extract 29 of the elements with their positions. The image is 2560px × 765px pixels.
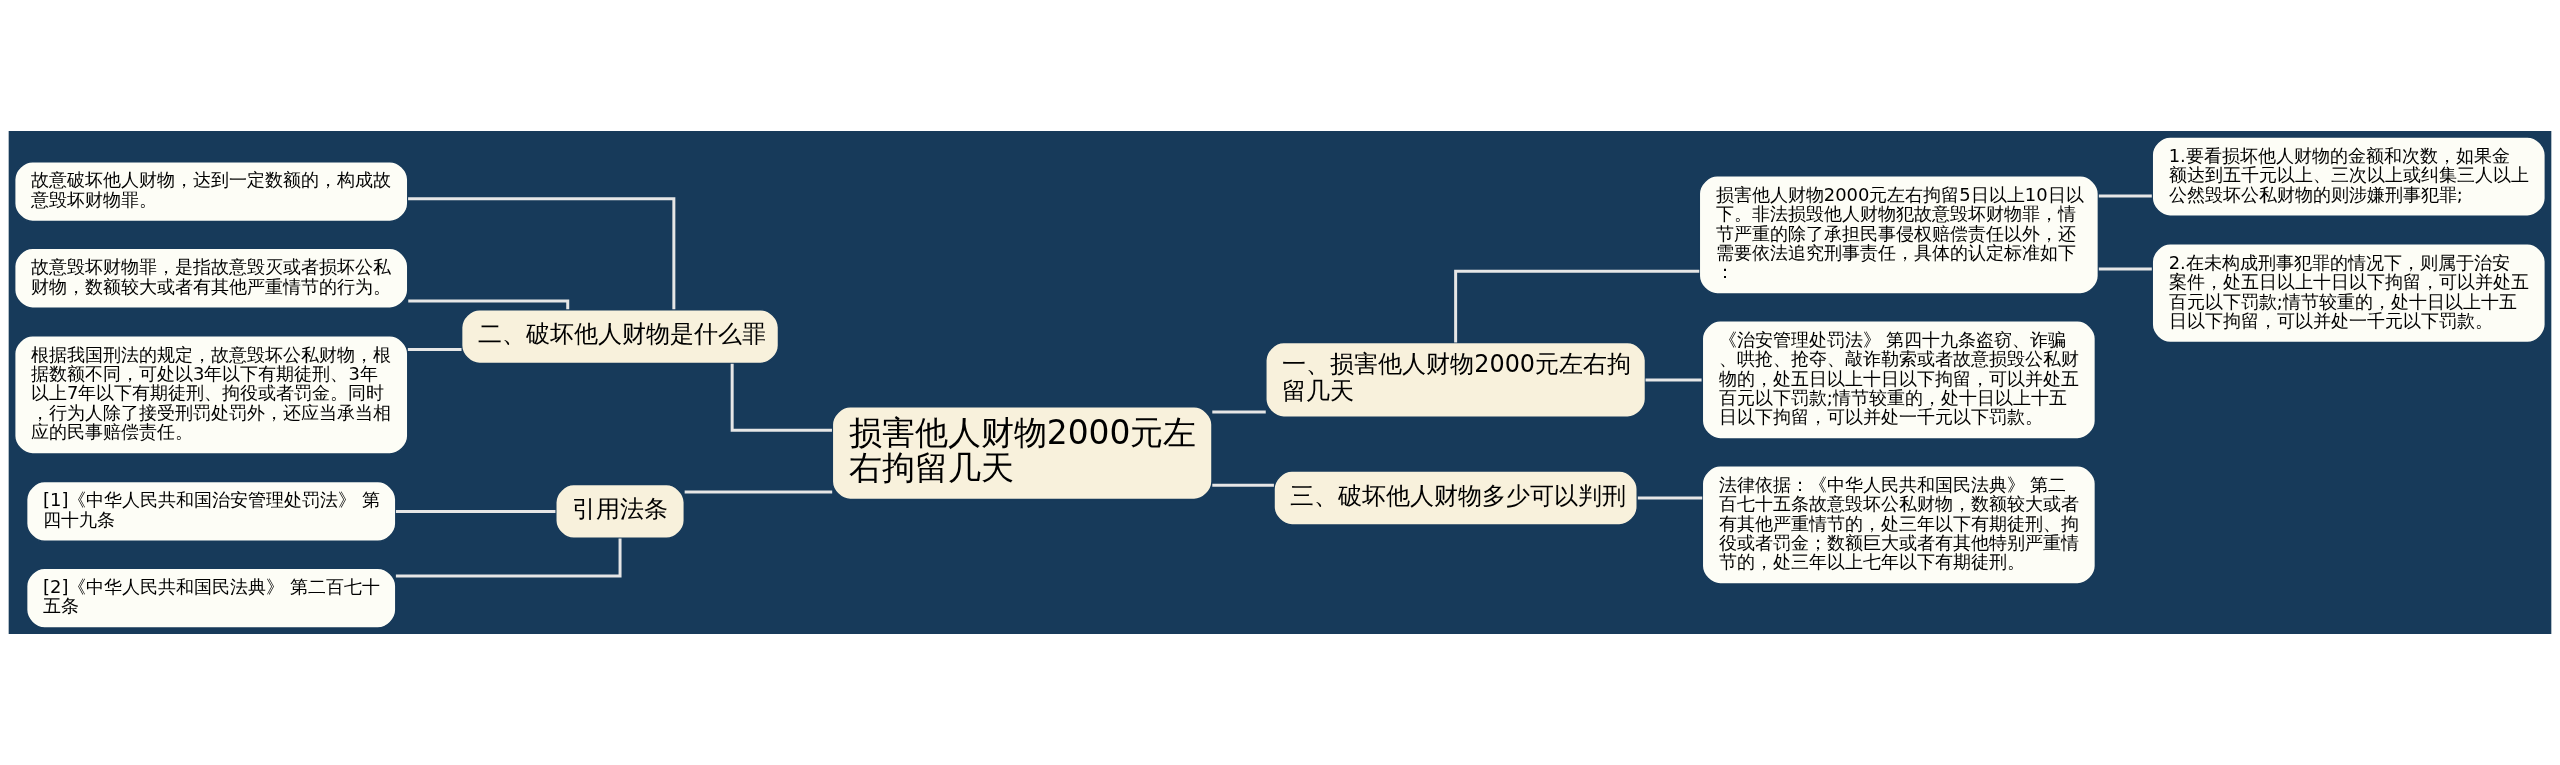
node-box: [2]《中华人民共和国民法典》 第二百七十五条 [25, 567, 397, 629]
node-box: 引用法条 [555, 483, 686, 540]
connector [2098, 267, 2152, 271]
node-box: 《治安管理处罚法》 第四十九条盗窃、诈骗、哄抢、抢夺、敲诈勒索或者故意损毁公私财物的，处五日以上十日以下拘留，可以并处五百元以下罚款;情节较重的，处十日以上十五日以下拘留，可以并处一千元以下罚款。 [1701, 320, 2097, 440]
node-box: 一、损害他人财物2000元左右拘留几天 [1265, 341, 1647, 418]
connector [1645, 378, 1702, 382]
node-box: 损害他人财物2000元左右拘留5日以上10日以下。非法损毁他人财物犯故意毁坏财物罪，情节严重的除了承担民事侵权赔偿责任以外，还需要依法追究刑事责任，具体的认定标准如下： [1698, 175, 2100, 295]
node-box: 故意破坏他人财物，达到一定数额的，构成故意毁坏财物罪。 [13, 160, 409, 223]
connector [407, 348, 462, 352]
connector [2098, 194, 2152, 198]
node-box: 故意毁坏财物罪，是指故意毁灭或者损坏公私财物，数额较大或者有其他严重情节的行为。 [13, 247, 409, 309]
connector [1212, 410, 1266, 414]
connector [408, 299, 570, 310]
connector [1212, 483, 1274, 487]
node-box: 三、破坏他人财物多少可以判刑 [1273, 470, 1638, 526]
node-box: 1.要看损坏他人财物的金额和次数，如果金额达到五千元以上、三次以上或纠集三人以上公然毁坏公私财物的则涉嫌刑事犯罪; [2151, 136, 2547, 217]
node-box: [1]《中华人民共和国治安管理处罚法》 第四十九条 [25, 480, 397, 543]
connector [395, 509, 556, 513]
connector [730, 363, 832, 432]
node-box: 根据我国刑法的规定，故意毁坏公私财物，根据数额不同，可处以3年以下有期徒刑、3年以上7年以下有期徒刑、拘役或者罚金。同时，行为人除了接受刑罚处罚外，还应当承当相应的民事赔偿责任。 [13, 335, 409, 455]
node-box: 损害他人财物2000元左右拘留几天 [831, 406, 1213, 501]
connector [1637, 496, 1703, 500]
connector [395, 538, 622, 578]
connector [408, 197, 676, 310]
connector [1454, 269, 1700, 343]
node-box: 法律依据：《中华人民共和国民法典》 第二百七十五条故意毁坏公私财物，数额较大或者有其他严重情节的，处三年以下有期徒刑、拘役或者罚金；数额巨大或者有其他特别严重情节的，处三年以上七年以下有期徒刑。 [1701, 465, 2097, 585]
connector [684, 490, 833, 494]
node-box: 2.在未构成刑事犯罪的情况下，则属于治安案件，处五日以上十日以下拘留，可以并处五百元以下罚款;情节较重的，处十日以上十五日以下拘留，可以并处一千元以下罚款。 [2151, 243, 2547, 344]
node-box: 二、破坏他人财物是什么罪 [460, 308, 780, 365]
